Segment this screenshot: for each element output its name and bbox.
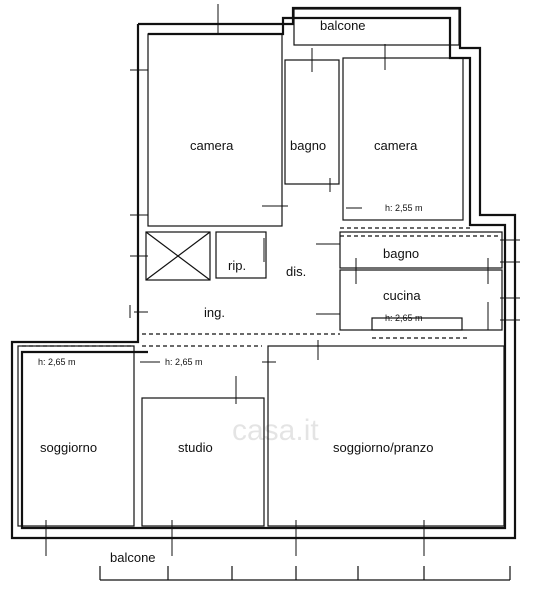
label-cucina: cucina — [383, 288, 421, 303]
balcony-bottom — [99, 566, 511, 581]
watermark: casa.it — [232, 414, 319, 447]
height-soggiorno: h: 2,65 m — [38, 357, 76, 367]
label-camera-left: camera — [190, 138, 234, 153]
room-camera-right — [342, 57, 464, 221]
label-camera-right: camera — [374, 138, 418, 153]
room-rip — [215, 231, 267, 279]
balcony-top — [293, 8, 460, 46]
height-studio: h: 2,65 m — [165, 357, 203, 367]
outer-walls — [10, 6, 517, 540]
room-studio — [141, 397, 265, 527]
label-bagno-mid: bagno — [290, 138, 326, 153]
label-dis: dis. — [286, 264, 306, 279]
label-studio: studio — [178, 440, 213, 455]
room-soggiorno — [17, 345, 135, 527]
room-soggiorno-pranzo — [267, 345, 505, 527]
height-upper-right: h: 2,55 m — [385, 203, 423, 213]
label-ing: ing. — [204, 305, 225, 320]
height-cucina: h: 2,65 m — [385, 313, 423, 323]
label-soggiorno: soggiorno — [40, 440, 97, 455]
label-balcone-top: balcone — [320, 18, 366, 33]
label-balcone-bottom: balcone — [110, 550, 156, 565]
label-soggiorno-pranzo: soggiorno/pranzo — [333, 440, 433, 455]
room-camera-left — [147, 33, 283, 227]
kitchen-counter — [371, 317, 463, 331]
room-bagno-mid — [284, 59, 340, 185]
label-rip: rip. — [228, 258, 246, 273]
room-bagno-right — [339, 231, 503, 269]
label-bagno-right: bagno — [383, 246, 419, 261]
